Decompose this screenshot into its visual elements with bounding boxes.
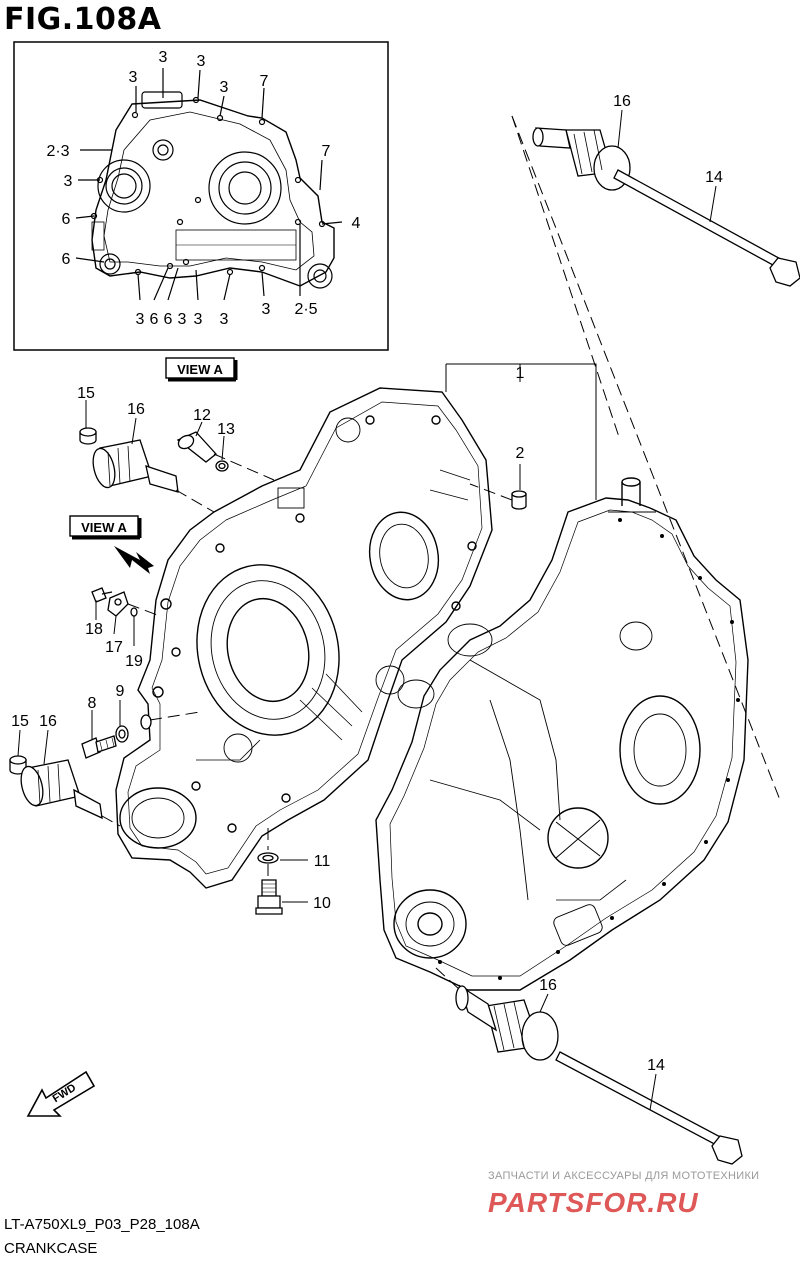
callout: 16 bbox=[127, 401, 145, 418]
crankcase-right-half bbox=[375, 477, 749, 991]
inset-callout: 2·5 bbox=[294, 301, 317, 318]
breather-bolt bbox=[176, 431, 229, 472]
callout: 15 bbox=[77, 385, 95, 402]
view-a-label-arrow: VIEW A bbox=[69, 515, 154, 574]
callout: 19 bbox=[125, 653, 143, 670]
watermark-logo-text: PARTSFOR.RU bbox=[488, 1187, 699, 1218]
drain-bolt bbox=[81, 714, 152, 759]
inset-callout: 6 bbox=[62, 251, 71, 268]
view-a-text: VIEW A bbox=[177, 362, 223, 377]
view-a-text: VIEW A bbox=[81, 520, 127, 535]
inset-callout: 3 bbox=[220, 311, 229, 328]
callout: 9 bbox=[116, 683, 125, 700]
inset-callout: 7 bbox=[322, 143, 331, 160]
callout: 16 bbox=[39, 713, 57, 730]
callout: 1 bbox=[516, 365, 525, 382]
callout: 13 bbox=[217, 421, 235, 438]
dowel-pin bbox=[511, 490, 527, 510]
callout: 11 bbox=[314, 853, 331, 870]
inset-callout: 3 bbox=[197, 53, 206, 70]
inset-callout: 3 bbox=[129, 69, 138, 86]
plug-cap bbox=[9, 427, 97, 775]
callout: 8 bbox=[88, 695, 97, 712]
clamp-bracket bbox=[91, 587, 138, 617]
inset-callout: 3 bbox=[262, 301, 271, 318]
watermark-logo: PARTSFOR.RU bbox=[488, 1187, 699, 1218]
callout: 15 bbox=[11, 713, 29, 730]
inset-callout: 3 bbox=[178, 311, 187, 328]
view-a-label-top: VIEW A bbox=[165, 357, 238, 382]
figure-code: LT-A750XL9_P03_P28_108A bbox=[4, 1216, 200, 1233]
view-a-inset bbox=[13, 41, 389, 351]
inset-callout: 6 bbox=[150, 311, 159, 328]
sleeve-spline bbox=[20, 127, 631, 1061]
inset-callout: 3 bbox=[64, 173, 73, 190]
callout: 18 bbox=[85, 621, 103, 638]
inset-callout: 3 bbox=[220, 79, 229, 96]
callout: 14 bbox=[647, 1057, 665, 1074]
inset-callout: 6 bbox=[164, 311, 173, 328]
figure-title: FIG.108A bbox=[4, 2, 162, 37]
oil-plug bbox=[255, 852, 283, 915]
watermark-tagline: ЗАПЧАСТИ И АКСЕССУАРЫ ДЛЯ МОТОТЕХНИКИ bbox=[488, 1170, 760, 1182]
callout: 10 bbox=[313, 895, 331, 912]
callout: 16 bbox=[613, 93, 631, 110]
inset-callout: 3 bbox=[194, 311, 203, 328]
inset-callout: 6 bbox=[62, 211, 71, 228]
callout: 14 bbox=[705, 169, 723, 186]
inset-callout: 2·3 bbox=[46, 143, 69, 160]
inset-callouts: 3 3 3 3 7 2·3 7 3 6 4 6 3 6 6 3 3 3 3 2·… bbox=[46, 49, 360, 328]
inset-callout: 7 bbox=[260, 73, 269, 90]
fwd-arrow: FWD bbox=[26, 1070, 96, 1117]
callout: 12 bbox=[193, 407, 211, 424]
callout: 16 bbox=[539, 977, 557, 994]
callout: 17 bbox=[105, 639, 123, 656]
long-bolt bbox=[555, 169, 800, 1165]
crankcase-left-half bbox=[115, 387, 493, 889]
main-callouts: 1 2 16 14 15 16 12 13 18 17 19 8 9 15 16… bbox=[11, 93, 723, 1074]
leader-lines bbox=[17, 109, 717, 1111]
dashed-guides bbox=[101, 115, 781, 991]
figure-name: CRANKCASE bbox=[4, 1240, 98, 1257]
inset-callout: 4 bbox=[352, 215, 361, 232]
inset-callout: 3 bbox=[136, 311, 145, 328]
callout: 2 bbox=[516, 445, 525, 462]
inset-callout: 3 bbox=[159, 49, 168, 66]
